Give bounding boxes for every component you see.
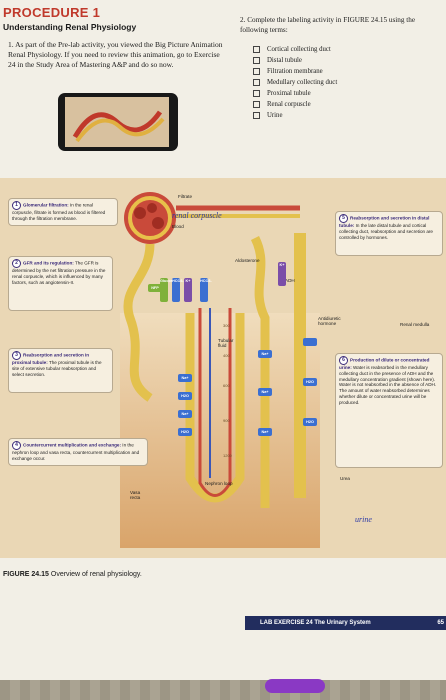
term-item[interactable]: Filtration membrane: [253, 66, 337, 77]
label-nephron-loop: Nephron loop: [205, 481, 233, 486]
ion-marker: H2O: [178, 428, 192, 436]
label-vasa-recta: Vasa recta: [130, 490, 141, 500]
label-filtrate: Filtrate: [178, 194, 193, 199]
ion-marker: H2O: [178, 392, 192, 400]
label-tubular-fluid: Tubular fluid: [218, 338, 234, 348]
page-footer: LAB EXERCISE 24 The Urinary System 65: [245, 616, 446, 630]
handwritten-urine: urine: [355, 515, 372, 524]
terms-checklist: Cortical collecting duct Distal tubule F…: [253, 44, 337, 121]
ion-marker: Na+: [258, 388, 272, 396]
procedure-subtitle: Understanding Renal Physiology: [3, 22, 137, 32]
term-item[interactable]: Renal corpuscle: [253, 99, 337, 110]
osmolarity-label: 600: [223, 383, 230, 388]
osmolarity-label: 300: [223, 323, 230, 328]
term-item[interactable]: Medullary collecting duct: [253, 77, 337, 88]
procedure-title: PROCEDURE 1: [3, 5, 101, 20]
osmolarity-label: 1200: [223, 453, 232, 458]
ion-marker: Na+: [178, 410, 192, 418]
ion-marker: Na+: [258, 428, 272, 436]
ion-marker: H2O: [303, 418, 317, 426]
ion-marker: K+: [278, 262, 286, 286]
pen-object: [265, 679, 325, 693]
term-item[interactable]: Distal tubule: [253, 55, 337, 66]
term-item[interactable]: Proximal tubule: [253, 88, 337, 99]
ion-marker: [303, 338, 317, 346]
figure-caption: FIGURE 24.15 Overview of renal physiolog…: [3, 571, 142, 578]
glomerulus: [124, 192, 176, 244]
ion-marker: HCO3-: [172, 278, 184, 302]
label-antidiuretic-hormone: Antidiuretic hormone: [318, 316, 341, 326]
osmolarity-label: 900: [223, 418, 230, 423]
ion-marker: Glucose: [160, 278, 175, 302]
label-adh: ADH: [285, 278, 295, 283]
workbook-page: PROCEDURE 1 Understanding Renal Physiolo…: [0, 0, 446, 680]
label-aldosterone: Aldosterone: [235, 258, 260, 263]
step-2-text: 2. Complete the labeling activity in FIG…: [240, 16, 416, 34]
osmolarity-label: 400: [223, 353, 230, 358]
label-blood: Blood: [172, 224, 184, 229]
page-number: 65: [437, 620, 444, 626]
phone-animation-image: [58, 93, 178, 151]
label-urea: Urea: [340, 476, 350, 481]
desk-background: [0, 680, 446, 700]
ion-marker: Na+: [178, 374, 192, 382]
animation-thumbnail: [65, 97, 169, 147]
ion-marker: HCO3-: [200, 278, 212, 302]
term-item[interactable]: Cortical collecting duct: [253, 44, 337, 55]
ion-marker: K+: [184, 278, 192, 302]
ion-marker: H2O: [303, 378, 317, 386]
label-renal-medulla: Renal medulla: [400, 322, 430, 327]
step-1-text: 1. As part of the Pre-lab activity, you …: [8, 40, 223, 69]
ion-marker: Na+: [258, 350, 272, 358]
term-item[interactable]: Urine: [253, 110, 337, 121]
ion-marker: NFP: [148, 284, 162, 292]
handwritten-renal-corpuscle: renal corpuscle: [172, 211, 222, 220]
